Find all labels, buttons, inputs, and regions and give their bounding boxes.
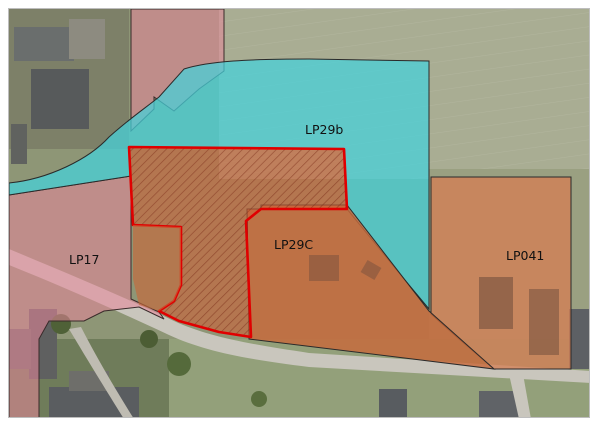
parcel-lp041[interactable] (430, 176, 572, 370)
label-lp29c: LP29C (274, 237, 313, 252)
parcel-lp29b[interactable] (9, 58, 430, 311)
label-lp29b: LP29b (305, 122, 343, 137)
parcel-labels: LP17 LP29b LP29C LP041 (69, 122, 544, 267)
map-viewer[interactable]: LP17 LP29b LP29C LP041 (8, 8, 590, 418)
map-canvas[interactable]: LP17 LP29b LP29C LP041 (9, 9, 590, 418)
label-lp041: LP041 (506, 248, 544, 263)
highlighted-parcel[interactable] (127, 145, 349, 339)
label-lp17: LP17 (69, 252, 99, 267)
